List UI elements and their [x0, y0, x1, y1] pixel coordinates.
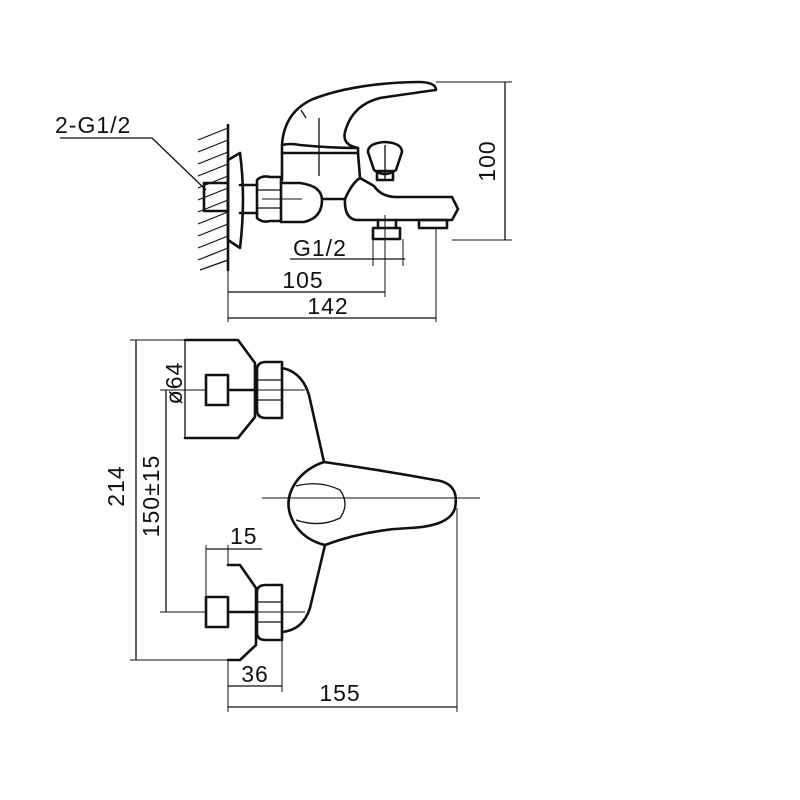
dim-spout: 105 — [227, 262, 386, 322]
dim-connector: 36 — [227, 640, 283, 712]
outlet-thread-label: G1/2 — [293, 235, 347, 261]
eccentric-connector — [202, 181, 230, 213]
depth-dim-label: 142 — [307, 293, 348, 319]
dim-width: 155 — [228, 508, 458, 712]
height-dim-label: 100 — [474, 140, 500, 181]
dim-outlet-thread: G1/2 — [290, 235, 405, 266]
side-view: 100 G1/2 105 142 2-G1/2 — [55, 80, 512, 322]
wall-flange — [226, 151, 245, 250]
lever-handle — [280, 80, 438, 150]
width-dim-label: 155 — [319, 680, 360, 706]
upper-nut — [255, 360, 284, 420]
connector-dim-label: 36 — [241, 661, 269, 687]
wall-hatch — [197, 123, 230, 272]
lower-connector — [204, 595, 230, 629]
dim-centers: 150±15 — [138, 389, 206, 613]
spout-dim-label: 105 — [282, 267, 323, 293]
centers-dim-label: 150±15 — [138, 455, 164, 538]
eccentric-dim-label: 15 — [230, 523, 258, 549]
dim-depth: 142 — [228, 228, 437, 322]
dim-inlet-thread: 2-G1/2 — [55, 112, 207, 191]
dim-total-length: 214 — [103, 339, 228, 661]
flange-dia-dim-label: ø64 — [161, 362, 187, 405]
upper-connector — [204, 373, 230, 407]
total-length-dim-label: 214 — [103, 465, 129, 506]
mixer-body — [279, 151, 362, 224]
front-body — [280, 366, 327, 634]
dim-eccentric: 15 — [205, 523, 262, 597]
diverter-knob — [366, 140, 404, 176]
dim-height: 100 — [436, 81, 512, 241]
front-view: 214 150±15 ø64 15 36 — [103, 338, 480, 712]
inlet-thread-label: 2-G1/2 — [55, 112, 131, 138]
front-lever — [287, 460, 458, 547]
spout-outlet — [371, 226, 402, 241]
dim-flange-diameter: ø64 — [161, 340, 187, 438]
